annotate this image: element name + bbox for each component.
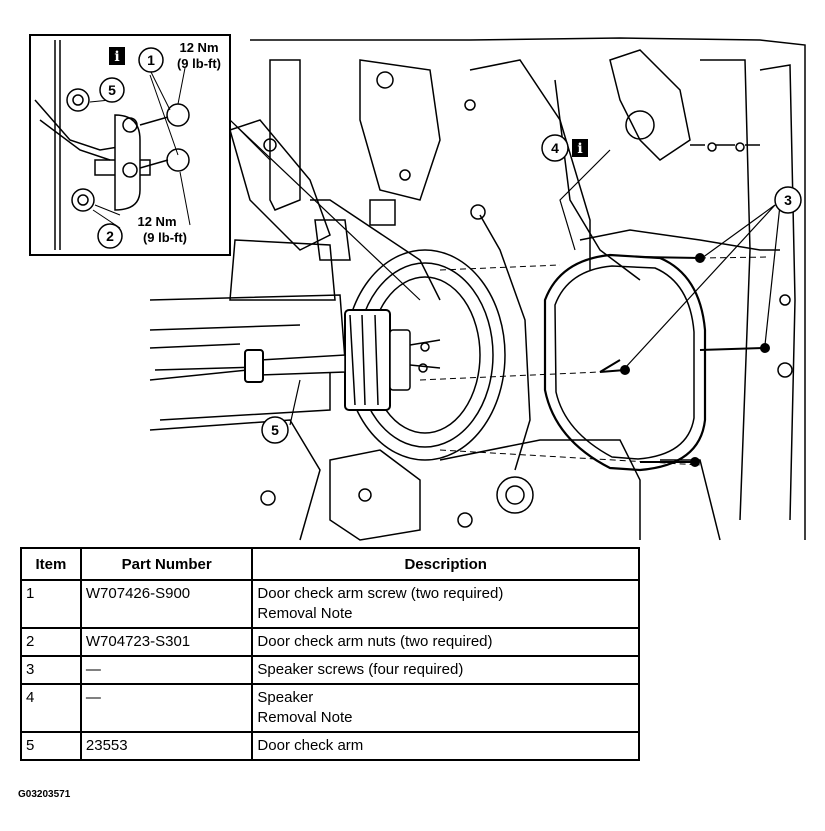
part-number-cell: — bbox=[79, 655, 254, 685]
description-line: Speaker screws (four required) bbox=[257, 661, 464, 678]
description-cell: Door check arm nuts (two required) bbox=[251, 627, 640, 657]
table-row: 4 — Speaker Removal Note bbox=[20, 683, 640, 733]
info-icon-inset: i bbox=[109, 47, 125, 65]
svg-text:4: 4 bbox=[551, 140, 559, 156]
description-cell: Door check arm screw (two required) Remo… bbox=[251, 579, 640, 629]
header-description: Description bbox=[251, 547, 640, 581]
svg-text:5: 5 bbox=[271, 422, 279, 438]
leader-lines bbox=[229, 119, 781, 426]
svg-text:3: 3 bbox=[784, 192, 792, 208]
part-number-cell: W704723-S301 bbox=[79, 627, 254, 657]
table-row: 5 23553 Door check arm bbox=[20, 731, 640, 761]
part-number-cell: 23553 bbox=[79, 731, 254, 761]
table-row: 3 — Speaker screws (four required) bbox=[20, 655, 640, 685]
header-part-number: Part Number bbox=[79, 547, 254, 581]
speaker-screws bbox=[599, 253, 770, 467]
item-cell: 3 bbox=[20, 655, 82, 685]
part-number-cell: W707426-S900 bbox=[79, 579, 254, 629]
door-check-arm bbox=[244, 309, 441, 411]
item-cell: 4 bbox=[20, 683, 82, 733]
item-cell: 1 bbox=[20, 579, 82, 629]
door-inner-panel bbox=[149, 37, 806, 541]
door-speaker-illustration: 1 i 5 2 12 Nm (9 lb-ft) 12 Nm (9 lb-ft) … bbox=[29, 34, 806, 541]
torque-label-1-lbft: (9 lb-ft) bbox=[177, 56, 221, 71]
callout-main-4: 4 bbox=[541, 134, 569, 162]
description-line: Door check arm nuts (two required) bbox=[257, 633, 493, 650]
removal-note: Removal Note bbox=[257, 709, 353, 726]
table-row: 1 W707426-S900 Door check arm screw (two… bbox=[20, 579, 640, 629]
description-line: Speaker bbox=[257, 689, 314, 706]
callout-inset-2: 2 bbox=[97, 223, 123, 249]
header-item: Item bbox=[20, 547, 82, 581]
torque-label-1-nm: 12 Nm bbox=[179, 40, 218, 55]
callout-main-3: 3 bbox=[774, 186, 802, 214]
svg-text:i: i bbox=[577, 141, 582, 157]
speaker bbox=[543, 253, 707, 472]
description-line: Door check arm screw (two required) bbox=[257, 585, 504, 602]
removal-note: Removal Note bbox=[257, 605, 353, 622]
figure-id: G03203571 bbox=[18, 789, 71, 800]
callout-main-5: 5 bbox=[261, 416, 289, 444]
item-cell: 2 bbox=[20, 627, 82, 657]
part-number-cell: — bbox=[79, 683, 254, 733]
parts-table: Item Part Number Description 1 W707426-S… bbox=[20, 547, 640, 761]
description-line: Door check arm bbox=[257, 737, 364, 754]
description-cell: Speaker screws (four required) bbox=[251, 655, 640, 685]
info-icon-main: i bbox=[572, 139, 588, 157]
alignment-lines bbox=[419, 256, 771, 466]
svg-text:2: 2 bbox=[106, 228, 114, 244]
table-row: 2 W704723-S301 Door check arm nuts (two … bbox=[20, 627, 640, 657]
inset-detail bbox=[29, 34, 231, 256]
callout-inset-1: 1 bbox=[138, 47, 164, 73]
torque-label-2-nm: 12 Nm bbox=[137, 214, 176, 229]
table-header-row: Item Part Number Description bbox=[20, 547, 640, 581]
item-cell: 5 bbox=[20, 731, 82, 761]
torque-label-2-lbft: (9 lb-ft) bbox=[143, 230, 187, 245]
description-cell: Speaker Removal Note bbox=[251, 683, 640, 733]
callout-inset-5: 5 bbox=[99, 77, 125, 103]
svg-text:i: i bbox=[114, 49, 119, 65]
svg-text:1: 1 bbox=[147, 52, 155, 68]
description-cell: Door check arm bbox=[251, 731, 640, 761]
svg-text:5: 5 bbox=[108, 82, 116, 98]
